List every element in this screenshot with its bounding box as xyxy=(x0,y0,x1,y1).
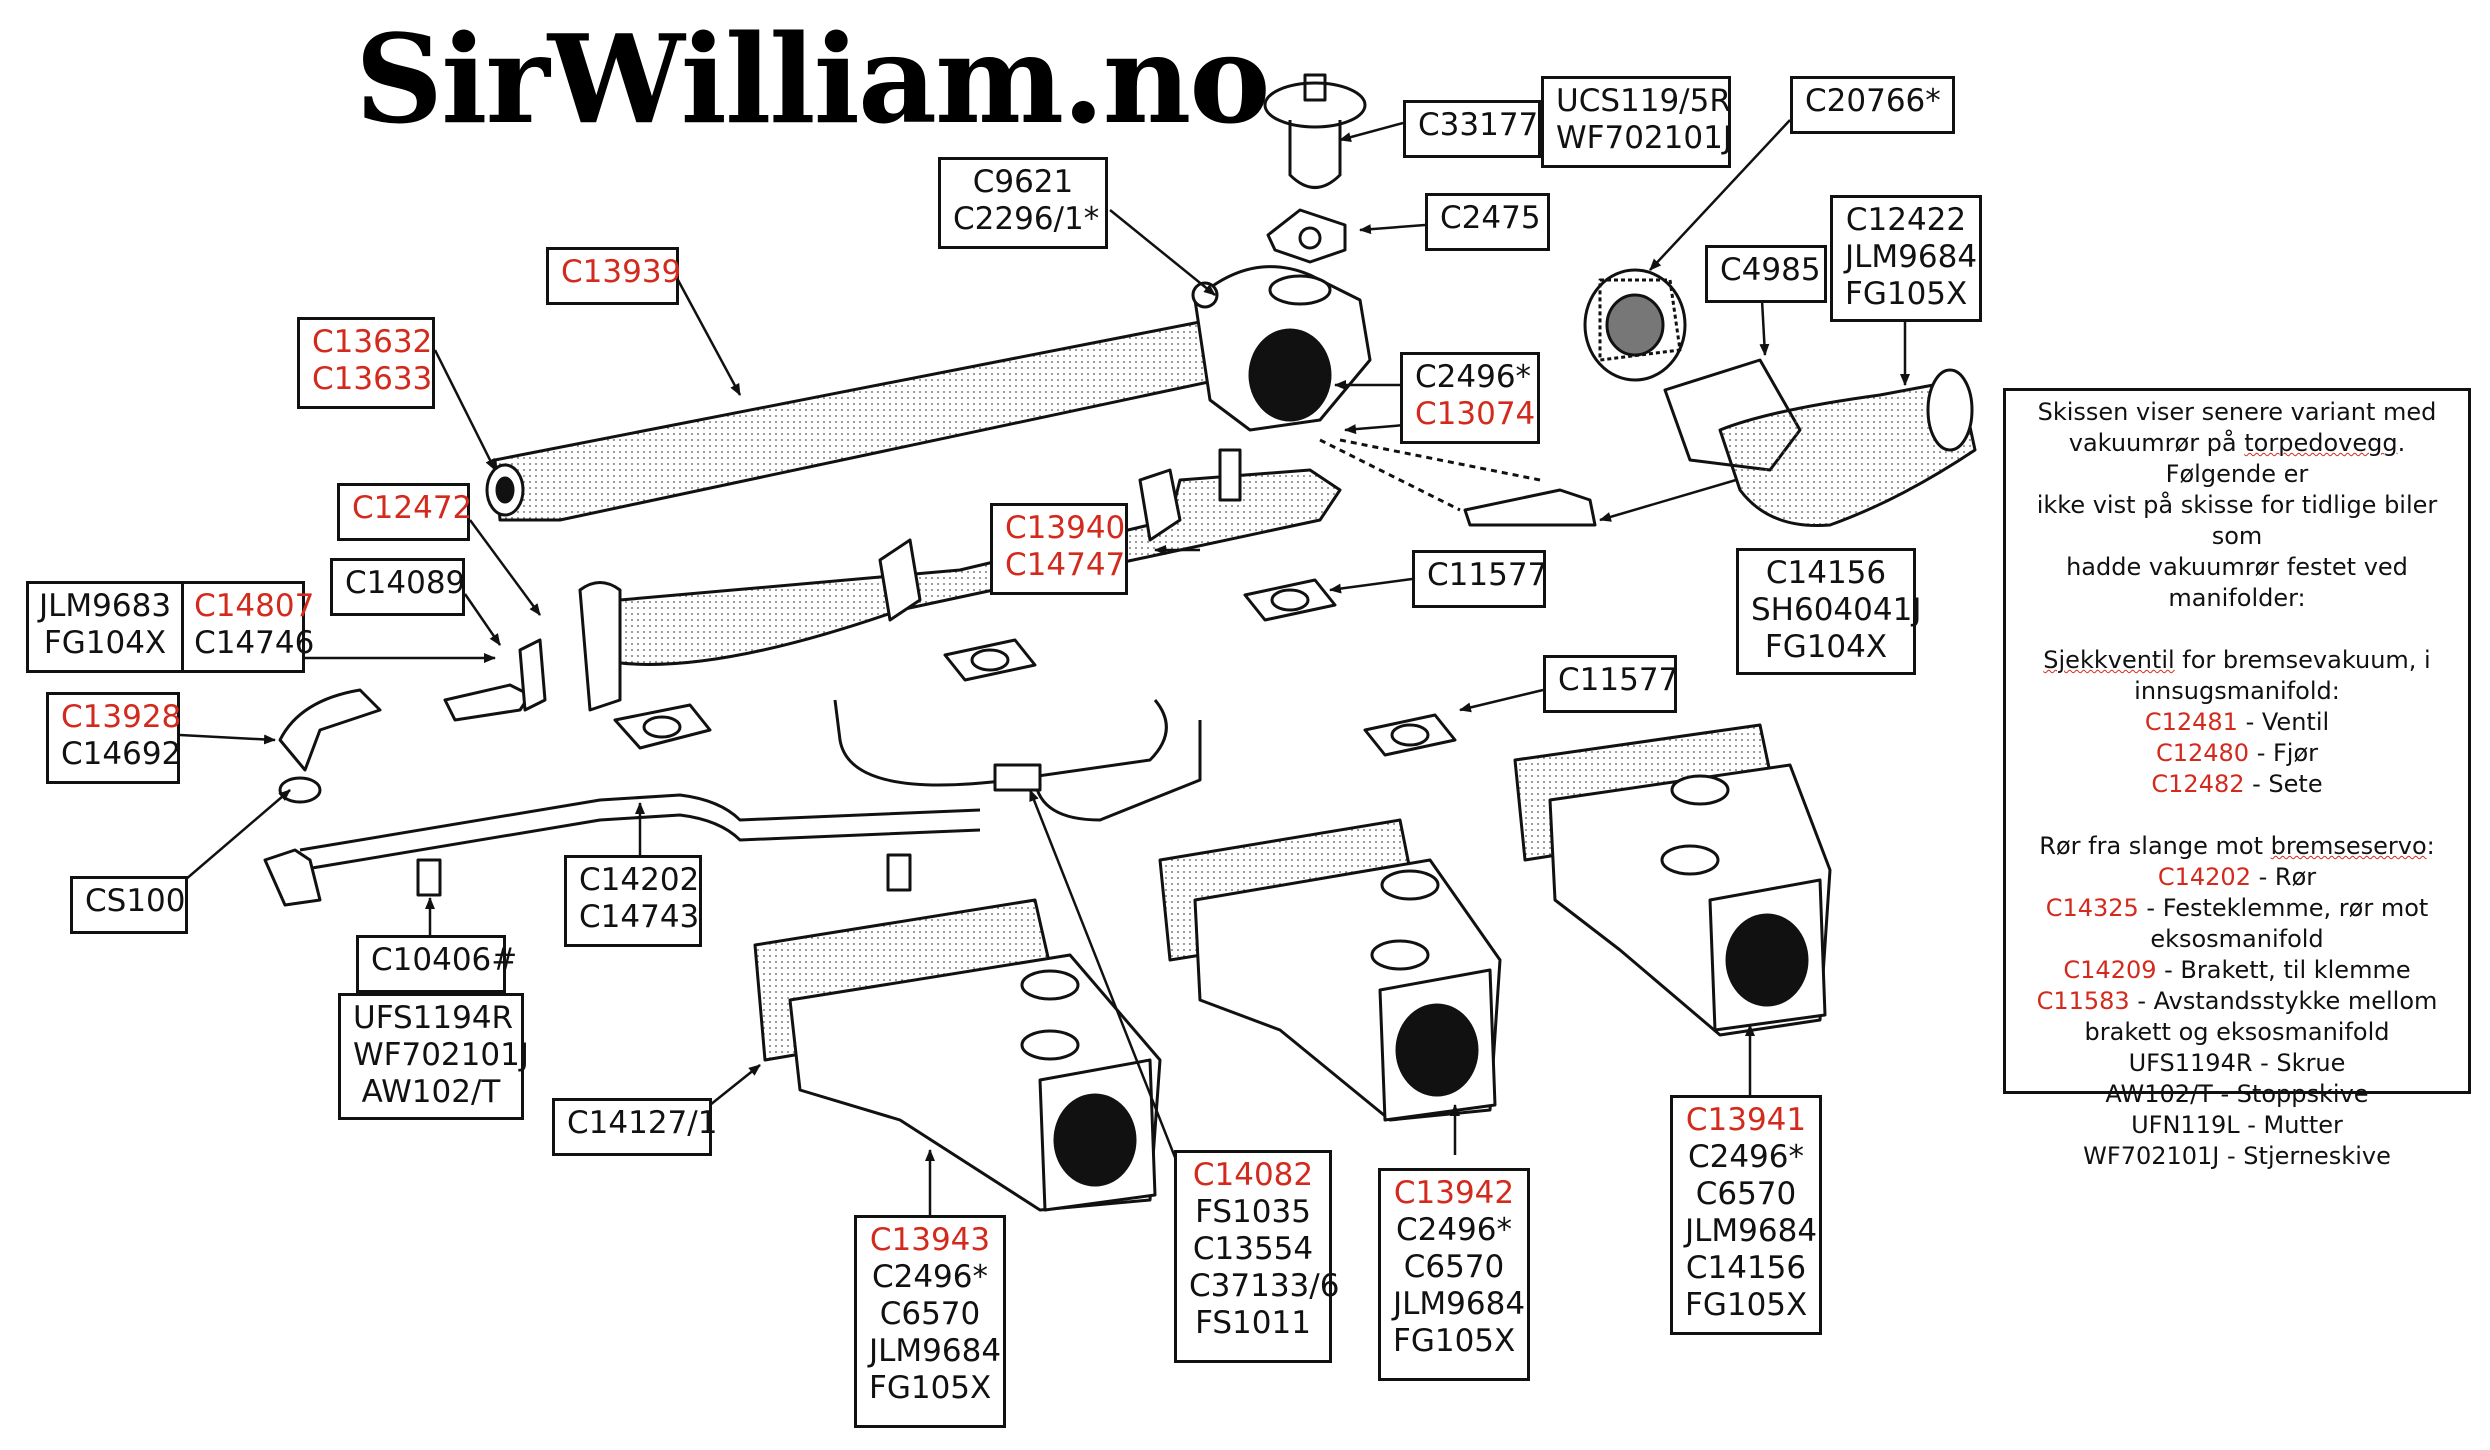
note-check-title: Sjekkventil for bremsevakuum, i innsugsm… xyxy=(2043,646,2431,705)
pipe-clips xyxy=(416,638,912,897)
bracket xyxy=(1319,438,1597,527)
water-manifold xyxy=(485,265,1372,522)
note-pipe-item: C14202 - Rør xyxy=(2157,863,2317,891)
label-c14089: C14089 xyxy=(330,558,465,616)
thermostat-housing xyxy=(1263,73,1367,189)
inlet-manifold xyxy=(578,448,1342,712)
label-c12472: C12472 xyxy=(337,483,472,541)
exhaust-manifold-middle xyxy=(1158,818,1502,1122)
note-plain-item: UFS1194R - Skrue xyxy=(2128,1049,2346,1077)
note-check-item: C12482 - Sete xyxy=(2151,770,2323,798)
note-plain-item: UFN119L - Mutter xyxy=(2131,1111,2343,1139)
note-plain-item: WF702101J - Stjerneskive xyxy=(2083,1142,2391,1170)
label-c2475: C2475 xyxy=(1425,193,1550,251)
label-c11577-b: C11577 xyxy=(1543,655,1678,713)
label-c4985: C4985 xyxy=(1705,245,1827,303)
label-c14127: C14127/1 xyxy=(552,1098,717,1156)
gasket-c2475 xyxy=(1266,208,1347,264)
label-cs100: CS100 xyxy=(70,876,188,934)
outlet-elbow xyxy=(1663,358,1977,528)
note-check-item: C12480 - Fjør xyxy=(2155,739,2319,767)
label-c33177: C33177 xyxy=(1403,100,1541,158)
exhaust-manifold-rear xyxy=(1513,723,1832,1037)
note-check-item: C12481 - Ventil xyxy=(2144,708,2330,736)
logo: SirWilliam.no xyxy=(355,7,1271,151)
label-c13939: C13939 xyxy=(546,247,681,305)
label-c2496-top: C2496*C13074 xyxy=(1400,352,1540,444)
info-note: Skissen viser senere variant med vakuumr… xyxy=(2003,388,2471,1170)
leader-lines xyxy=(179,119,1910,1215)
note-intro: Skissen viser senere variant med vakuumr… xyxy=(2036,398,2438,612)
gasket xyxy=(613,578,1457,757)
note-plain-item: AW102/T - Stoppskive xyxy=(2105,1080,2369,1108)
note-pipe-item: C14209 - Brakett, til klemme xyxy=(2063,956,2411,984)
note-pipe-title: Rør fra slange mot bremseservo: xyxy=(2039,832,2435,860)
vacuum-pipes xyxy=(263,683,1202,907)
label-c20766: C20766* xyxy=(1790,76,1955,134)
thermostat xyxy=(1583,268,1687,382)
label-c10406: C10406# xyxy=(356,935,517,993)
label-c11577-a: C11577 xyxy=(1412,550,1547,608)
exhaust-manifold-front xyxy=(753,898,1162,1212)
